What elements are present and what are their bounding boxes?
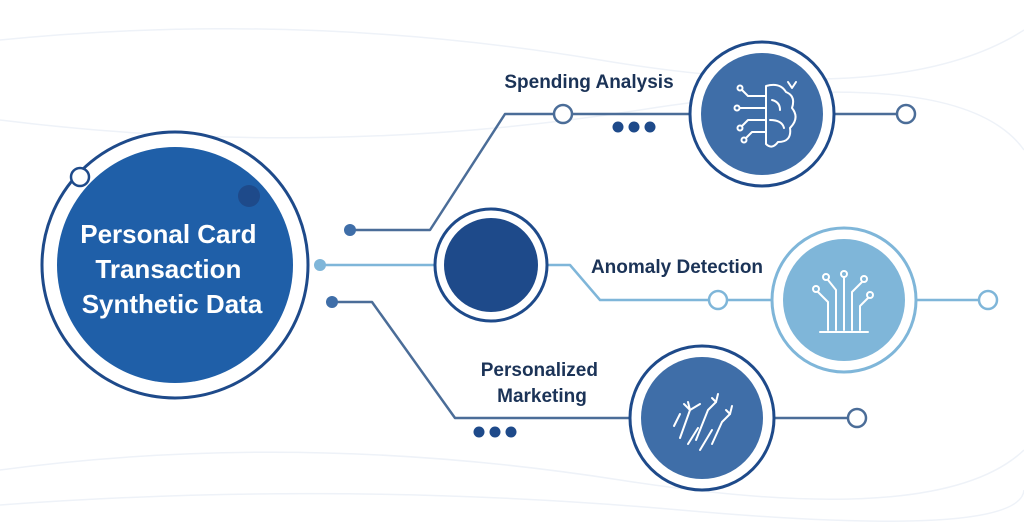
- marketing-ellipsis-dots: [473, 426, 517, 438]
- hub-node: Personal Card Transaction Synthetic Data: [40, 130, 310, 400]
- circuit-tree-icon: [812, 270, 874, 333]
- node-dot-bottom-start: [326, 296, 338, 308]
- node-dot-top-start: [344, 224, 356, 236]
- hub-title-line-2: Transaction: [95, 254, 241, 284]
- anomaly-connector-node: [707, 289, 729, 311]
- spending-connector-node: [552, 103, 574, 125]
- brain-circuit-icon: [733, 81, 797, 148]
- hub-title-line-1: Personal Card: [80, 219, 256, 249]
- connector-anomaly: [546, 263, 719, 302]
- anomaly-node: [770, 226, 918, 374]
- connector-spending: [348, 112, 567, 232]
- spending-tail-node: [895, 103, 917, 125]
- hub-title-line-3: Synthetic Data: [82, 289, 263, 319]
- marketing-label-line-2: Marketing: [497, 386, 587, 407]
- spending-node: [688, 40, 836, 188]
- hub-inner-circle: [57, 147, 293, 383]
- connector-lines: [318, 112, 985, 420]
- node-dot-middle-start: [314, 259, 326, 271]
- anomaly-label: Anomaly Detection: [591, 257, 763, 278]
- spending-ellipsis-dots: [612, 121, 656, 133]
- hub-title: Personal Card Transaction Synthetic Data: [80, 219, 264, 319]
- marketing-label: Personalized Marketing: [481, 360, 604, 407]
- marketing-tail-node: [846, 407, 868, 429]
- middle-node: [433, 207, 549, 323]
- spending-label: Spending Analysis: [504, 72, 673, 93]
- hub-ring-node-left: [69, 166, 91, 188]
- hub-ring-node-right: [238, 185, 260, 207]
- anomaly-tail-node: [977, 289, 999, 311]
- upward-arrows-icon: [673, 393, 733, 451]
- marketing-node: [628, 344, 776, 492]
- connector-marketing: [330, 300, 634, 420]
- marketing-label-line-1: Personalized: [481, 360, 598, 381]
